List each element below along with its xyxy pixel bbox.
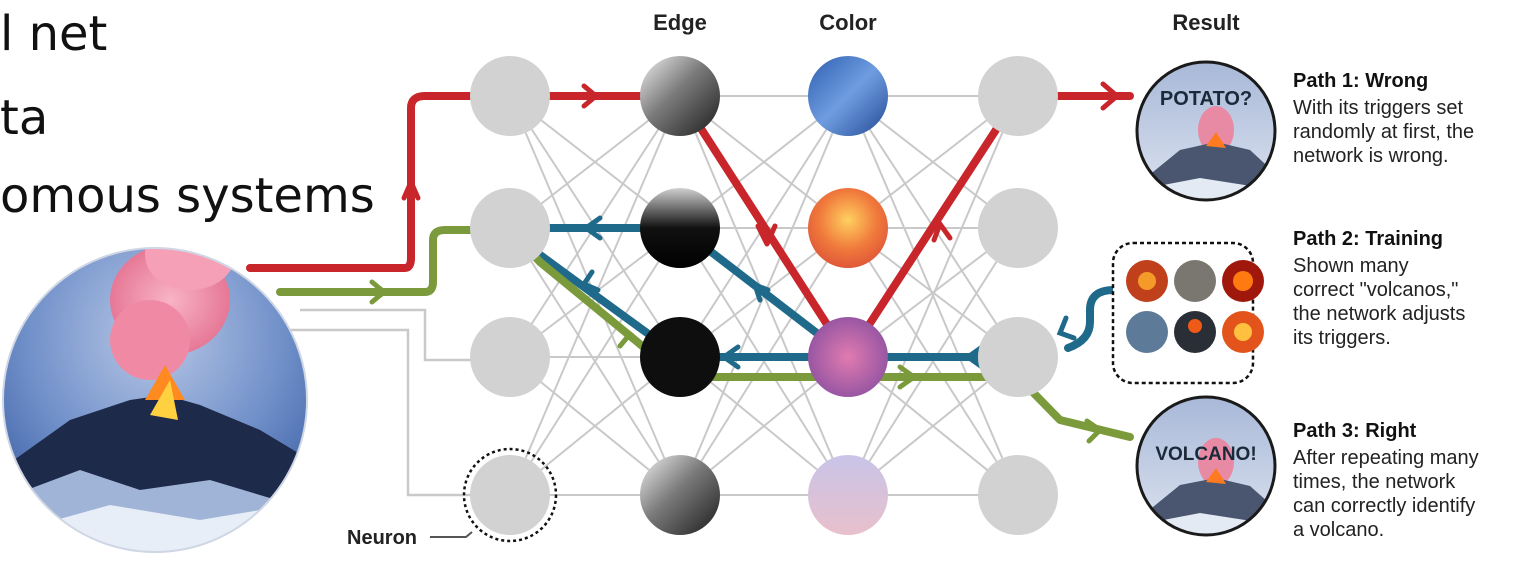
neuron-input-2 (470, 188, 550, 268)
path-1-line: With its triggers set (1293, 97, 1464, 119)
slide-text-line-3: omous systems (0, 168, 375, 224)
slide-text-line-2: ta (0, 90, 49, 146)
neuron-layers (470, 56, 1058, 535)
result-wrong-border (1135, 60, 1277, 202)
slide-text-line-1: l net (0, 6, 108, 62)
neuron-edge-1 (640, 56, 720, 136)
input-feed-lines (290, 308, 510, 497)
path-3-line: a volcano. (1293, 519, 1385, 541)
neuron-output-3 (978, 317, 1058, 397)
connection-line (847, 227, 1019, 496)
path-1-line: randomly at first, the (1293, 121, 1475, 143)
neuron-color-1 (808, 56, 888, 136)
path-3-description: After repeating many times, the network … (1293, 446, 1508, 542)
neuron-edge-3 (640, 317, 720, 397)
connection-line (847, 95, 1019, 496)
column-header-edge: Edge (653, 10, 707, 35)
result-right-image (1137, 397, 1275, 535)
neuron-color-4 (808, 455, 888, 535)
path-1-title: Path 1: Wrong (1293, 70, 1429, 92)
path-2-line: its triggers. (1293, 327, 1391, 349)
neuron-edge-2 (640, 188, 720, 268)
neuron-edge-4 (640, 455, 720, 535)
path-2-line: Shown many (1293, 255, 1409, 277)
path-1-line: network is wrong. (1293, 145, 1449, 167)
neuron-input-3 (470, 317, 550, 397)
result-wrong-image (1137, 62, 1275, 200)
path-2-description: Shown many correct "volcanos," the netwo… (1293, 254, 1508, 350)
connection-line (509, 227, 681, 496)
training-thumb-2 (1174, 260, 1216, 302)
result-right-border (1135, 395, 1277, 537)
connection-line (679, 227, 849, 496)
column-header-result: Result (1172, 10, 1240, 35)
neuron-highlight-ring (462, 447, 558, 543)
path-2-title: Path 2: Training (1293, 228, 1444, 250)
path-3-line: can correctly identify (1293, 495, 1476, 517)
path-2-line: correct "volcanos," (1293, 279, 1459, 301)
neuron-output-4 (978, 455, 1058, 535)
path-right-arrows (369, 279, 1104, 444)
neuron-input-4 (470, 455, 550, 535)
path-1-description: With its triggers set randomly at first,… (1293, 96, 1508, 168)
path-3-title: Path 3: Right (1293, 420, 1417, 442)
neuron-label: Neuron (347, 527, 417, 549)
neuron-color-3 (808, 317, 888, 397)
neuron-output-1 (978, 56, 1058, 136)
path-training-arrows (580, 215, 1077, 370)
result-right-label: VOLCANO! (1155, 444, 1256, 465)
training-thumbnails (1126, 260, 1264, 353)
neuron-input-1 (470, 56, 550, 136)
training-thumb-4 (1126, 311, 1168, 353)
path-3-line: After repeating many (1293, 447, 1479, 469)
path-wrong-arrows (401, 81, 1121, 247)
column-header-color: Color (819, 10, 877, 35)
path-2-line: the network adjusts (1293, 303, 1466, 325)
path-3-line: times, the network (1293, 471, 1456, 493)
neuron-color-2 (808, 188, 888, 268)
neuron-output-2 (978, 188, 1058, 268)
input-volcano-border (2, 247, 308, 553)
neuron-callout-line (430, 531, 473, 538)
result-wrong-label: POTATO? (1160, 88, 1252, 110)
